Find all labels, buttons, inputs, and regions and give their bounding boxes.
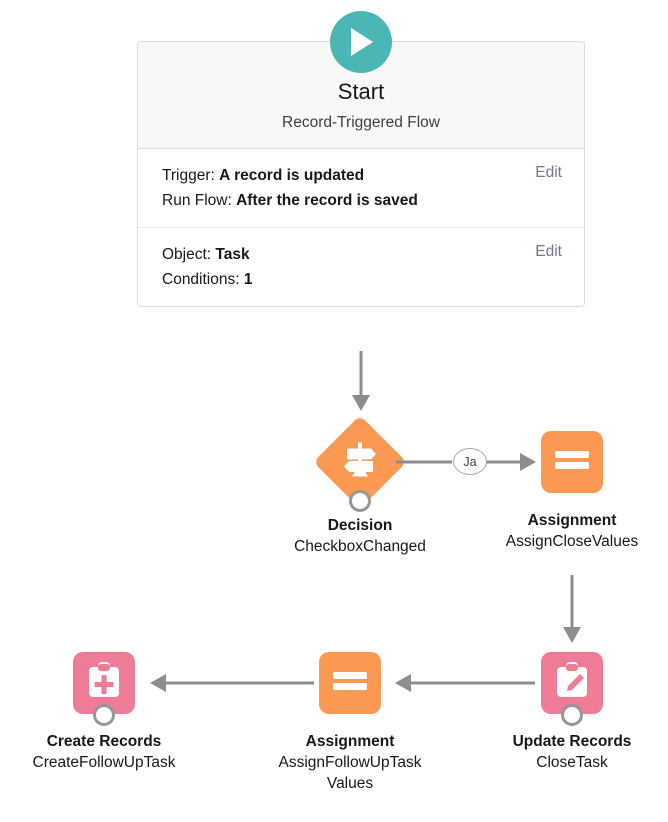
start-title: Start bbox=[337, 79, 385, 104]
equals-icon bbox=[555, 448, 589, 477]
create-records-type-label: Create Records bbox=[46, 733, 162, 750]
assignment-followup-name-label: AssignFollowUpTask Values bbox=[278, 753, 422, 792]
decision-branch-badge[interactable]: Ja bbox=[453, 448, 487, 475]
equals-icon bbox=[333, 669, 367, 698]
trigger-value: A record is updated bbox=[219, 166, 365, 184]
decision-name-label: CheckboxChanged bbox=[294, 537, 426, 555]
update-records-labels: Update Records CloseTask bbox=[472, 732, 668, 774]
connector-update-to-assignment-followup bbox=[393, 674, 535, 692]
play-icon bbox=[330, 11, 392, 73]
decision-shape[interactable] bbox=[312, 414, 408, 512]
decision-connector-ring[interactable] bbox=[349, 490, 371, 512]
object-line: Object: Task bbox=[162, 242, 572, 267]
conditions-label: Conditions: bbox=[162, 271, 240, 289]
start-trigger-row: Trigger: A record is updated Run Flow: A… bbox=[138, 149, 584, 227]
run-flow-value: After the record is saved bbox=[236, 191, 418, 209]
run-flow-line: Run Flow: After the record is saved bbox=[162, 188, 572, 213]
decision-type-label: Decision bbox=[327, 517, 393, 534]
update-records-shape[interactable] bbox=[541, 652, 603, 726]
update-records-connector-ring[interactable] bbox=[561, 704, 583, 726]
start-header: Start Record-Triggered Flow bbox=[138, 11, 584, 149]
create-records-shape[interactable] bbox=[73, 652, 135, 726]
connector-start-to-decision bbox=[352, 351, 370, 413]
connector-assignment-to-create bbox=[148, 674, 314, 692]
assignment-close-labels: Assignment AssignCloseValues bbox=[472, 511, 668, 553]
run-flow-label: Run Flow: bbox=[162, 191, 232, 209]
object-value: Task bbox=[215, 246, 250, 264]
start-element[interactable]: Start Record-Triggered Flow Trigger: A r… bbox=[137, 11, 585, 308]
object-label: Object: bbox=[162, 246, 212, 264]
assignment-close-name-label: AssignCloseValues bbox=[505, 532, 639, 550]
clipboard-pencil-icon bbox=[554, 661, 590, 705]
assignment-close-type-label: Assignment bbox=[527, 512, 617, 529]
assignment-followup-type-label: Assignment bbox=[305, 733, 395, 750]
clipboard-plus-icon bbox=[86, 661, 122, 705]
connector-decision-to-assignment bbox=[396, 453, 538, 471]
create-records-connector-ring[interactable] bbox=[93, 704, 115, 726]
update-records-name-label: CloseTask bbox=[536, 753, 608, 771]
conditions-value: 1 bbox=[243, 271, 253, 289]
conditions-line: Conditions: 1 bbox=[162, 267, 572, 292]
start-object-row: Object: Task Conditions: 1 Edit bbox=[138, 227, 584, 306]
edit-object-link[interactable]: Edit bbox=[535, 243, 562, 261]
assignment-followup-shape[interactable] bbox=[319, 652, 381, 714]
assignment-close-shape[interactable] bbox=[541, 431, 603, 493]
update-records-type-label: Update Records bbox=[512, 733, 632, 750]
signpost-icon bbox=[337, 437, 383, 488]
create-records-labels: Create Records CreateFollowUpTask bbox=[4, 732, 204, 774]
start-subtitle: Record-Triggered Flow bbox=[282, 113, 440, 131]
create-records-name-label: CreateFollowUpTask bbox=[32, 753, 176, 771]
edit-trigger-link[interactable]: Edit bbox=[535, 163, 562, 181]
decision-labels: Decision CheckboxChanged bbox=[260, 516, 460, 558]
assignment-followup-labels: Assignment AssignFollowUpTask Values bbox=[260, 732, 440, 795]
trigger-line: Trigger: A record is updated bbox=[162, 163, 572, 188]
connector-assignment-to-update bbox=[563, 575, 581, 645]
trigger-label: Trigger: bbox=[162, 166, 215, 184]
